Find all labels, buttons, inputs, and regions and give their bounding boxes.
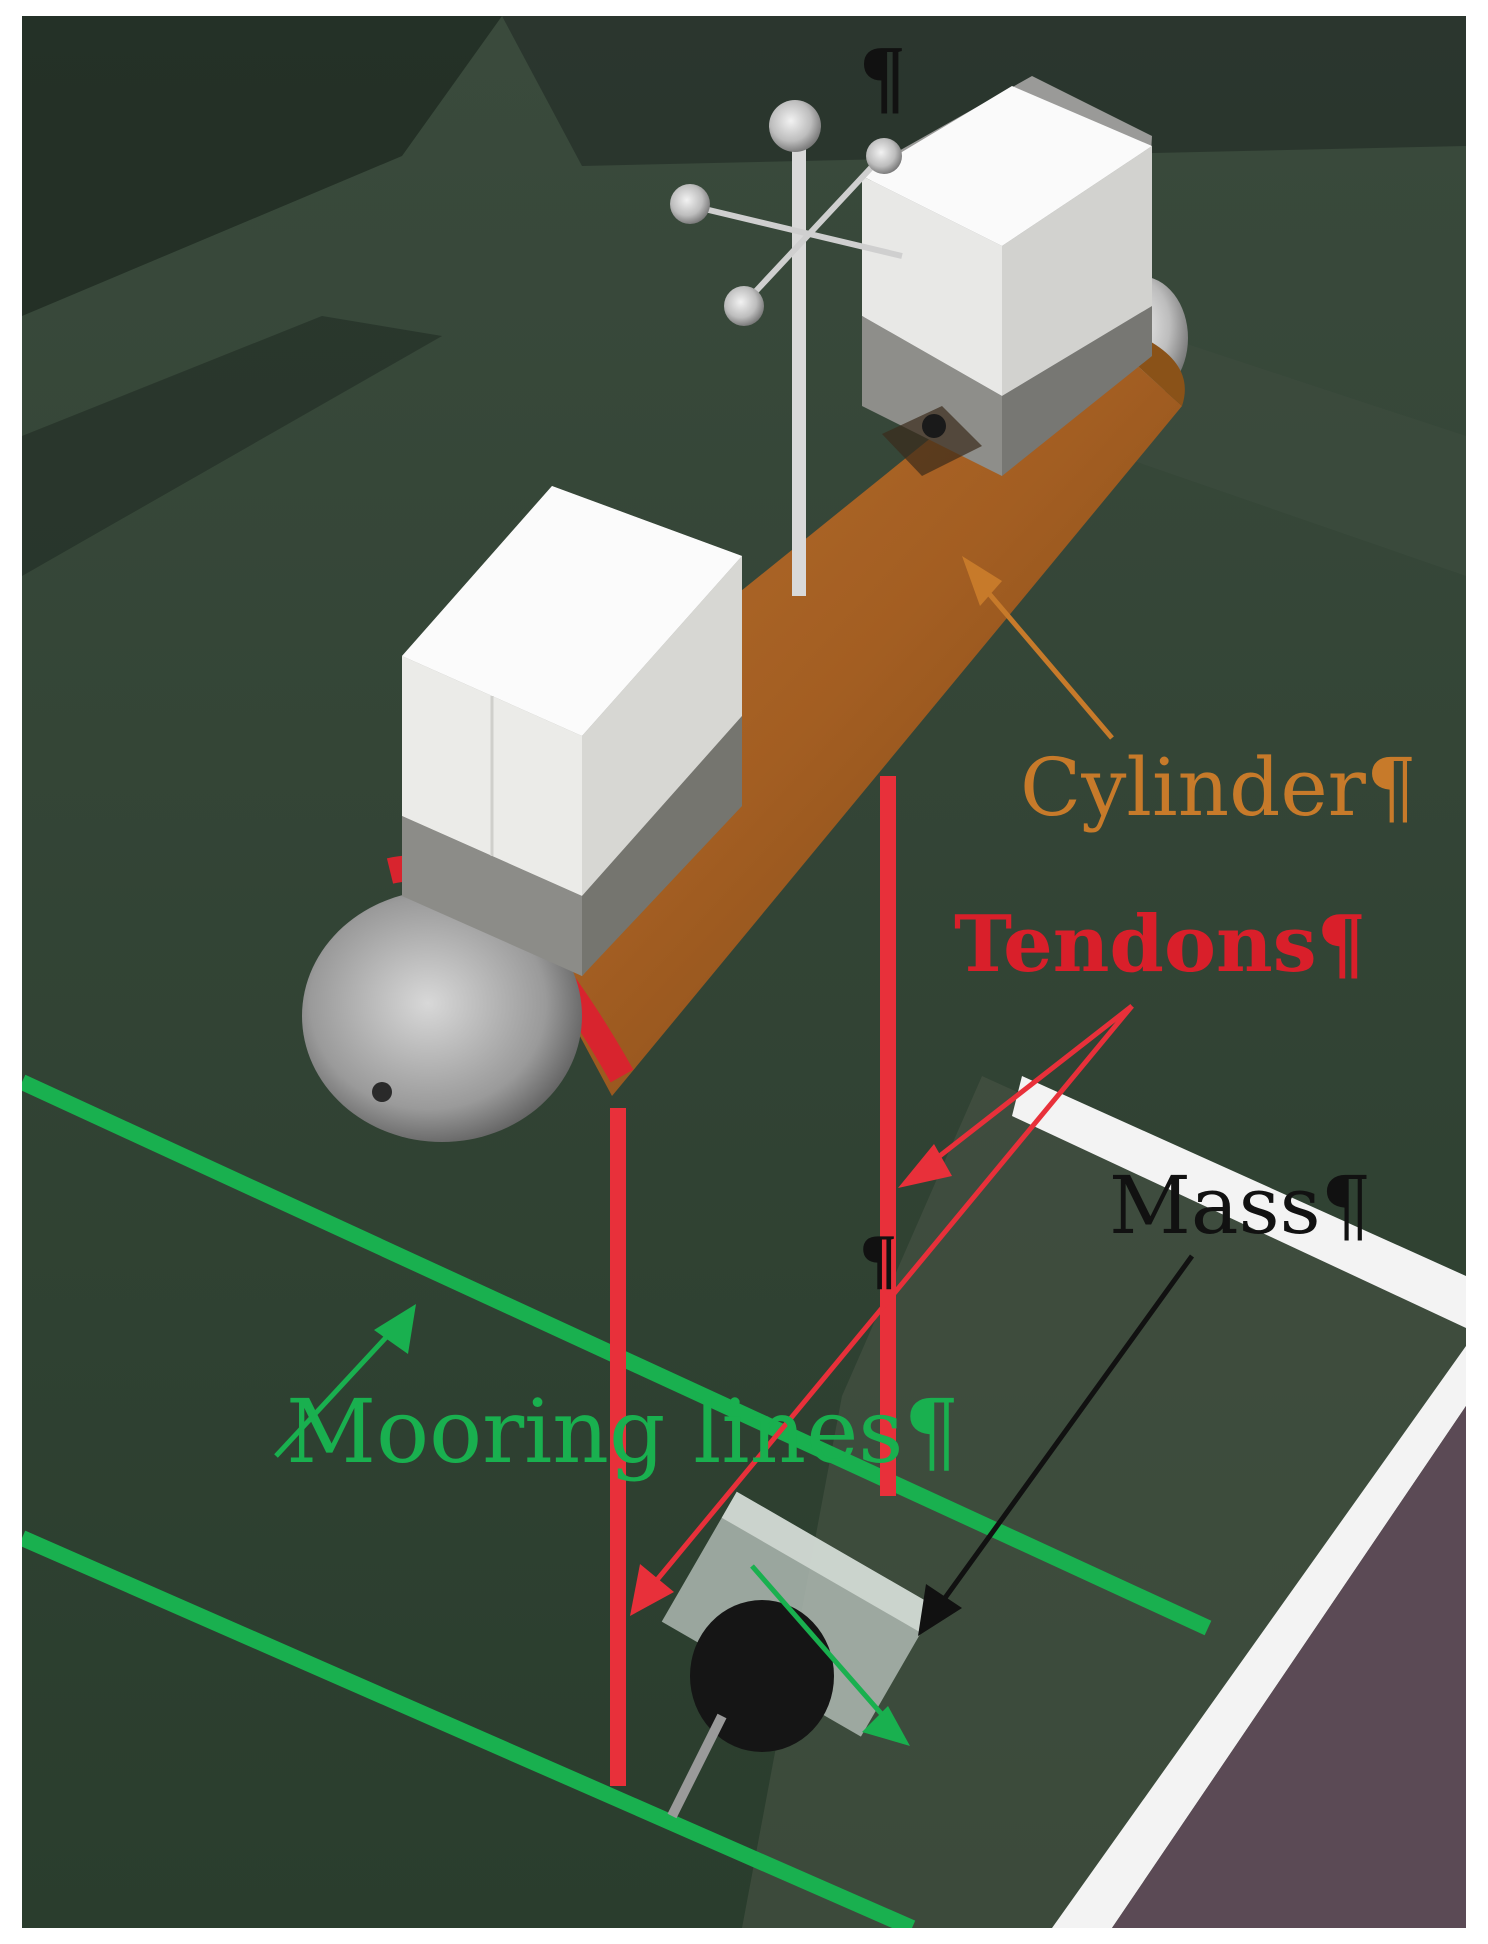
cylinder-arrow bbox=[972, 574, 1114, 740]
tendon-arrow-right bbox=[912, 1004, 1134, 1178]
anemometer-cup-top bbox=[769, 100, 821, 152]
cylinder-left-cap bbox=[302, 890, 582, 1142]
mooring-arrowhead-up bbox=[374, 1304, 416, 1354]
upper-box-side bbox=[1002, 146, 1152, 396]
anemometer-arm-1 bbox=[691, 203, 903, 259]
anemometer-arm-2 bbox=[739, 153, 885, 309]
mass-shaft bbox=[667, 1713, 727, 1819]
scene-illustration bbox=[22, 16, 1466, 1928]
pilcrow-mark-middle: ¶ bbox=[860, 1220, 897, 1296]
tendon-arrow-left bbox=[640, 1004, 1134, 1600]
anemometer-cup-left bbox=[670, 184, 710, 224]
upper-box-bolt bbox=[922, 414, 946, 438]
mooring-arrow-down bbox=[750, 1564, 894, 1728]
background-structure bbox=[22, 16, 502, 316]
cap-fitting bbox=[372, 1082, 392, 1102]
model-photograph: Cylinder¶ Tendons¶ Mass¶ Mooring lines¶ … bbox=[22, 16, 1466, 1928]
tendon-arrowhead-left bbox=[630, 1564, 674, 1616]
tank-wall-outside bbox=[1112, 1406, 1466, 1928]
anemometer-cup-bottom bbox=[724, 286, 764, 326]
tank-wall-top-edge bbox=[1012, 1076, 1466, 1328]
upper-box-top bbox=[862, 86, 1152, 246]
tendons-label: Tendons¶ bbox=[954, 899, 1367, 990]
mooring-arrowhead-down bbox=[862, 1706, 910, 1746]
tendon-arrowhead-right bbox=[898, 1144, 952, 1188]
mooring-lines-label: Mooring lines¶ bbox=[286, 1380, 960, 1483]
anemometer-cup-right bbox=[866, 138, 902, 174]
mass-label: Mass¶ bbox=[1109, 1159, 1372, 1252]
lower-box-top bbox=[402, 486, 742, 736]
mooring-arrow-up bbox=[274, 1316, 406, 1458]
lower-box-side bbox=[582, 556, 742, 896]
upper-box-mount bbox=[882, 406, 982, 476]
pilcrow-mark-top: ¶ bbox=[860, 29, 906, 122]
lower-box-base-side bbox=[582, 716, 742, 976]
mass-arrow bbox=[929, 1254, 1195, 1618]
cylinder-label: Cylinder¶ bbox=[1020, 741, 1417, 834]
upper-box-front bbox=[862, 176, 1002, 396]
tank-wall-side-edge bbox=[1052, 1346, 1466, 1928]
mass-arrowhead bbox=[918, 1584, 962, 1636]
anemometer-mast bbox=[792, 126, 806, 596]
upper-box-base-side bbox=[1002, 306, 1152, 476]
background-shadow bbox=[22, 316, 442, 576]
background-beam bbox=[502, 16, 1466, 166]
mass-anchor-wheel bbox=[690, 1600, 834, 1752]
lower-box-base bbox=[402, 816, 582, 976]
cylinder-arrowhead bbox=[962, 556, 1002, 606]
mooring-line-lower bbox=[22, 1530, 916, 1928]
